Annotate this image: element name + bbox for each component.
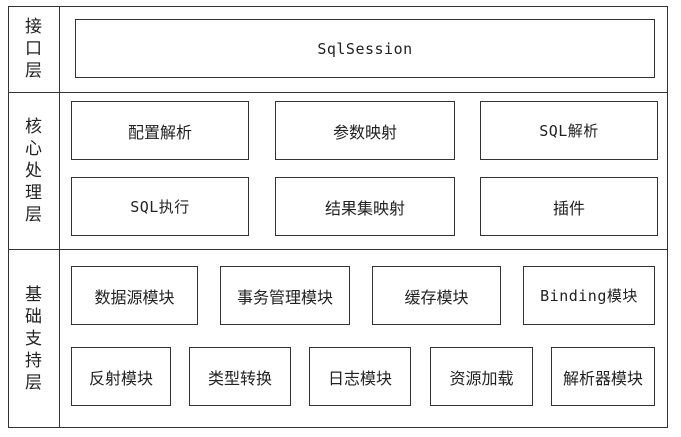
sql-parse-module: SQL解析: [480, 101, 658, 160]
type-conversion-module: 类型转换: [189, 347, 291, 406]
logging-module: 日志模块: [309, 347, 411, 406]
reflection-module: 反射模块: [71, 347, 171, 406]
label-char: 支: [25, 329, 42, 349]
label-char: 口: [25, 39, 42, 59]
sql-execute-module: SQL执行: [71, 177, 249, 236]
label-char: 层: [25, 205, 42, 225]
cache-module: 缓存模块: [372, 266, 501, 325]
support-layer-label: 基 础 支 持 层: [8, 250, 59, 428]
transaction-module: 事务管理模块: [220, 266, 350, 325]
label-column-divider: [59, 6, 60, 428]
interface-layer-label: 接 口 层: [8, 6, 59, 92]
layer-divider-interface-core: [8, 92, 668, 93]
label-char: 接: [25, 17, 42, 37]
label-char: 基: [25, 285, 42, 305]
plugin-module: 插件: [480, 177, 658, 236]
architecture-frame: [8, 6, 668, 428]
layer-divider-core-support: [8, 249, 668, 250]
resultset-mapping-module: 结果集映射: [275, 177, 455, 236]
label-char: 层: [25, 373, 42, 393]
resource-loading-module: 资源加载: [430, 347, 533, 406]
parser-module: 解析器模块: [551, 347, 655, 406]
label-char: 理: [25, 183, 42, 203]
sqlsession-module: SqlSession: [75, 19, 655, 78]
label-char: 础: [25, 307, 42, 327]
datasource-module: 数据源模块: [71, 266, 198, 325]
label-char: 处: [25, 161, 42, 181]
config-parse-module: 配置解析: [71, 101, 249, 160]
param-mapping-module: 参数映射: [275, 101, 455, 160]
binding-module: Binding模块: [523, 266, 655, 325]
label-char: 核: [25, 117, 42, 137]
label-char: 心: [25, 139, 42, 159]
core-layer-label: 核 心 处 理 层: [8, 93, 59, 249]
label-char: 层: [25, 61, 42, 81]
label-char: 持: [25, 351, 42, 371]
